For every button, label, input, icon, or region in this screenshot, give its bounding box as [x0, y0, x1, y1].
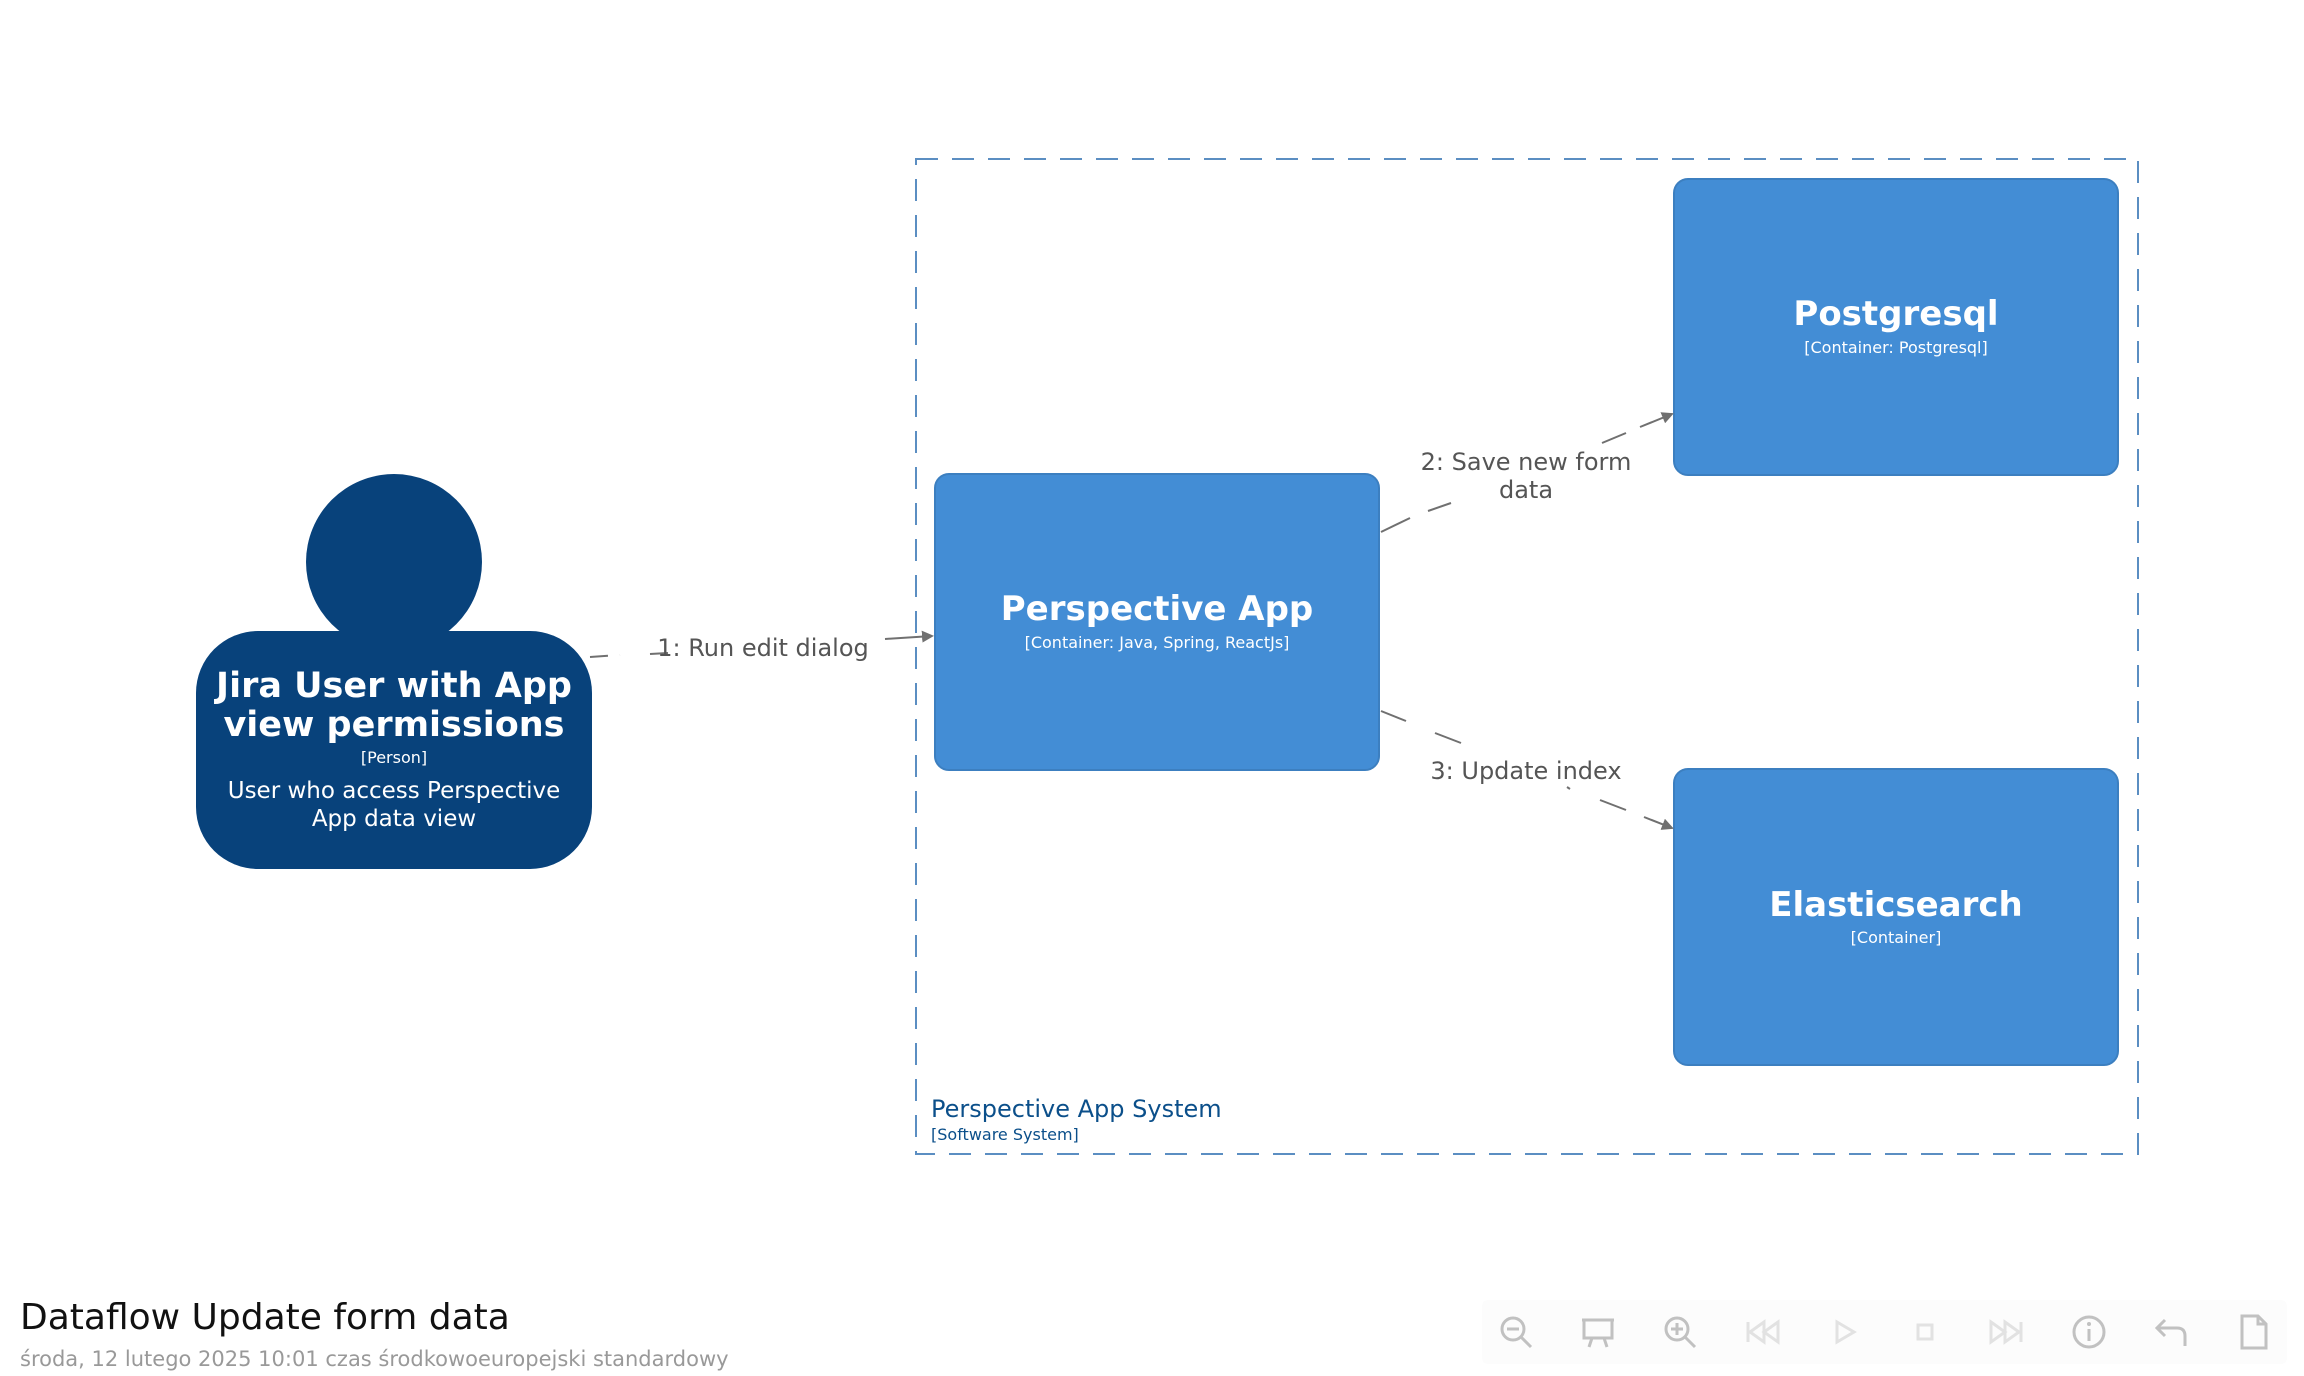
skip-forward-icon[interactable] — [1983, 1308, 2031, 1356]
person-description-line1: User who access Perspective — [228, 778, 561, 804]
presentation-icon[interactable] — [1574, 1308, 1622, 1356]
person-description-line2: App data view — [312, 806, 476, 832]
edge-segment — [1380, 517, 1411, 533]
person-jira-user[interactable]: Jira User with App view permissions [Per… — [196, 474, 592, 869]
perspective-app-title: Perspective App — [1001, 589, 1314, 629]
boundary-technology: [Software System] — [931, 1125, 1079, 1144]
edge-segment — [1566, 786, 1571, 790]
system-boundary[interactable]: Perspective App System [Software System] — [915, 158, 2139, 1155]
person-title-line1: Jira User with App — [214, 666, 572, 706]
info-icon[interactable] — [2065, 1308, 2113, 1356]
edge-arrow — [884, 630, 934, 643]
elasticsearch-technology: [Container] — [1851, 928, 1942, 947]
edge-segment — [1380, 710, 1407, 722]
person-head — [306, 474, 482, 650]
container-perspective-app[interactable]: Perspective App [Container: Java, Spring… — [934, 473, 1380, 771]
edge-label-line2: data — [1499, 476, 1553, 504]
edge-segment — [649, 652, 669, 655]
diagram-toolbar — [1482, 1300, 2287, 1364]
boundary-frame — [915, 158, 2139, 1155]
stop-icon[interactable] — [1901, 1308, 1949, 1356]
edge-arrow — [1643, 816, 1674, 830]
edge-segment — [1434, 732, 1462, 744]
png-export-icon[interactable] — [2229, 1308, 2277, 1356]
edge-segment — [1599, 799, 1627, 811]
relationship-save-new-form-data[interactable]: 2: Save new form data — [1380, 412, 1674, 533]
postgresql-box — [1673, 178, 2119, 476]
play-icon[interactable] — [1820, 1308, 1868, 1356]
postgresql-technology: [Container: Postgresql] — [1804, 338, 1988, 357]
edge-label: 3: Update index — [1430, 757, 1621, 785]
diagram-timestamp: środa, 12 lutego 2025 10:01 czas środkow… — [20, 1347, 729, 1371]
person-body — [196, 631, 592, 869]
perspective-app-technology: [Container: Java, Spring, ReactJs] — [1025, 633, 1290, 652]
elasticsearch-title: Elasticsearch — [1769, 885, 2023, 925]
relationship-run-edit-dialog[interactable]: 1: Run edit dialog — [589, 630, 934, 662]
edge-segment — [1427, 502, 1452, 512]
diagram-title: Dataflow Update form data — [20, 1297, 510, 1338]
undo-icon[interactable] — [2147, 1308, 2195, 1356]
elasticsearch-box — [1673, 768, 2119, 1066]
person-tag: [Person] — [361, 748, 427, 767]
edge-label: 1: Run edit dialog — [657, 634, 869, 662]
edge-segment — [1601, 432, 1627, 444]
boundary-name: Perspective App System — [931, 1095, 1222, 1123]
container-postgresql[interactable]: Postgresql [Container: Postgresql] — [1673, 178, 2119, 476]
container-elasticsearch[interactable]: Elasticsearch [Container] — [1673, 768, 2119, 1066]
skip-back-icon[interactable] — [1738, 1308, 1786, 1356]
zoom-out-icon[interactable] — [1492, 1308, 1540, 1356]
perspective-app-box — [934, 473, 1380, 771]
zoom-in-icon[interactable] — [1656, 1308, 1704, 1356]
person-title-line2: view permissions — [223, 705, 564, 745]
edge-arrow — [1639, 412, 1674, 428]
edge-label-line1: 2: Save new form — [1421, 448, 1632, 476]
postgresql-title: Postgresql — [1793, 294, 1998, 334]
relationship-update-index[interactable]: 3: Update index — [1380, 710, 1674, 830]
edge-segment — [589, 654, 621, 658]
